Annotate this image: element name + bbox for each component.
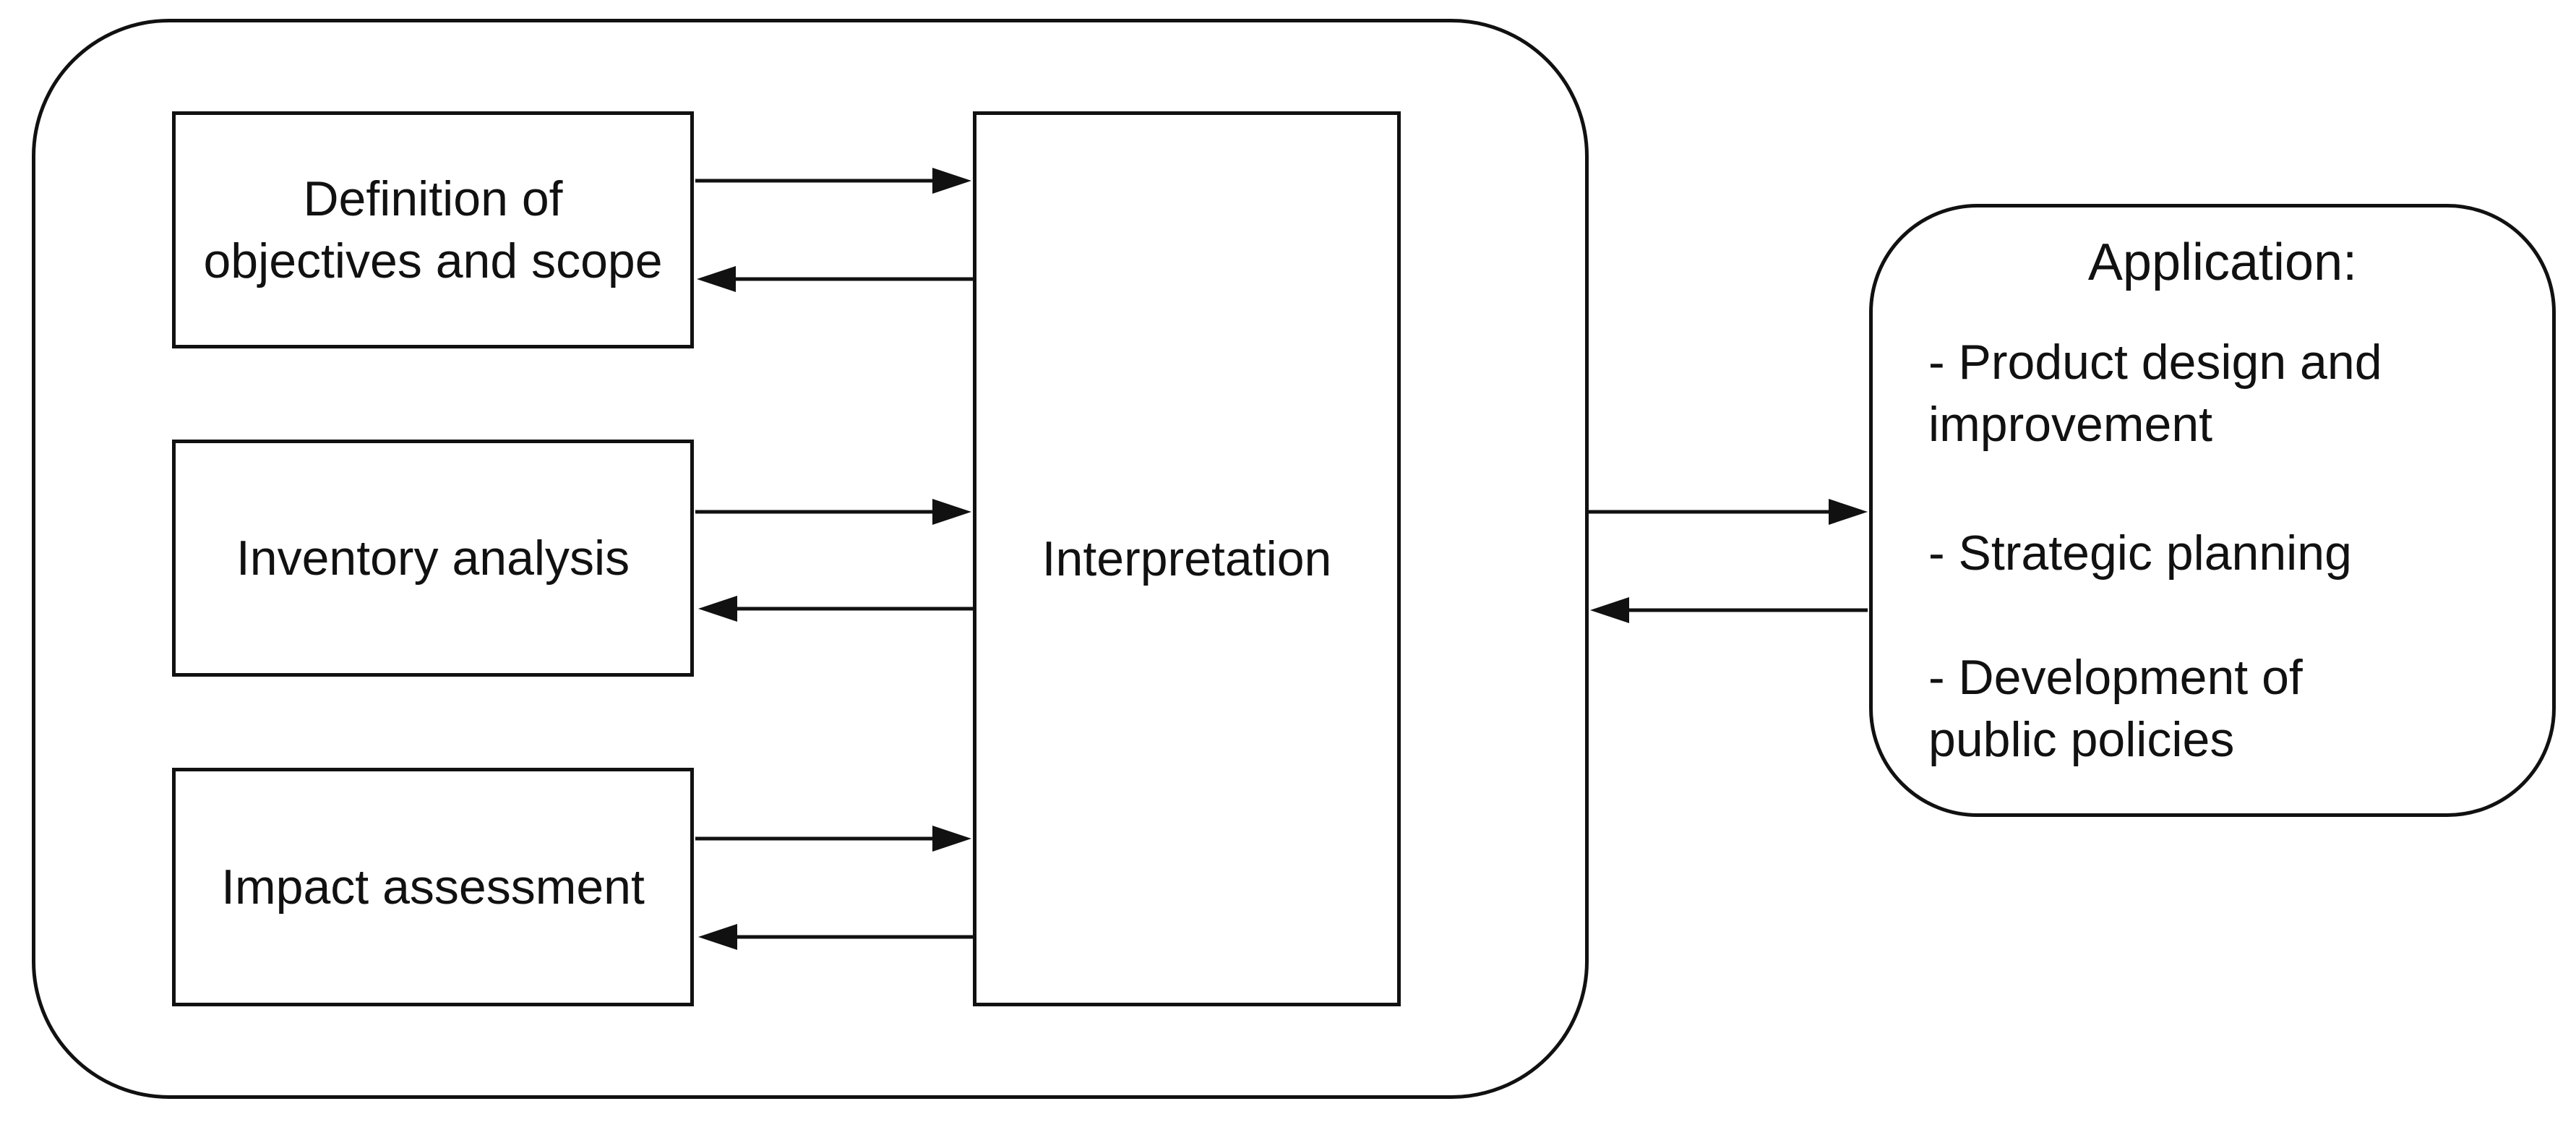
inventory-analysis-box: Inventory analysis: [172, 440, 694, 677]
inventory-analysis-label: Inventory analysis: [236, 531, 630, 586]
interpretation-box: Interpretation: [973, 111, 1401, 1006]
application-item: - Development of public policies: [1928, 650, 2303, 767]
arrowhead-right-icon: [1829, 499, 1868, 525]
arrowhead-left-icon: [698, 596, 737, 622]
objectives-scope-label: Definition of objectives and scope: [203, 171, 663, 288]
arrowhead-right-icon: [932, 826, 971, 852]
application-box: [1869, 204, 2556, 817]
arrowhead-left-icon: [1590, 597, 1629, 623]
arrowhead-right-icon: [932, 499, 971, 525]
arrowhead-left-icon: [698, 924, 737, 950]
impact-assessment-box: Impact assessment: [172, 768, 694, 1006]
arrowhead-right-icon: [932, 168, 971, 194]
arrowhead-left-icon: [697, 266, 736, 292]
application-item: - Product design and improvement: [1928, 335, 2382, 452]
application-item: - Strategic planning: [1928, 526, 2352, 581]
impact-assessment-label: Impact assessment: [221, 860, 645, 915]
objectives-scope-box: Definition of objectives and scope: [172, 111, 694, 348]
application-title: Application:: [2087, 234, 2358, 291]
interpretation-label: Interpretation: [1042, 531, 1332, 586]
